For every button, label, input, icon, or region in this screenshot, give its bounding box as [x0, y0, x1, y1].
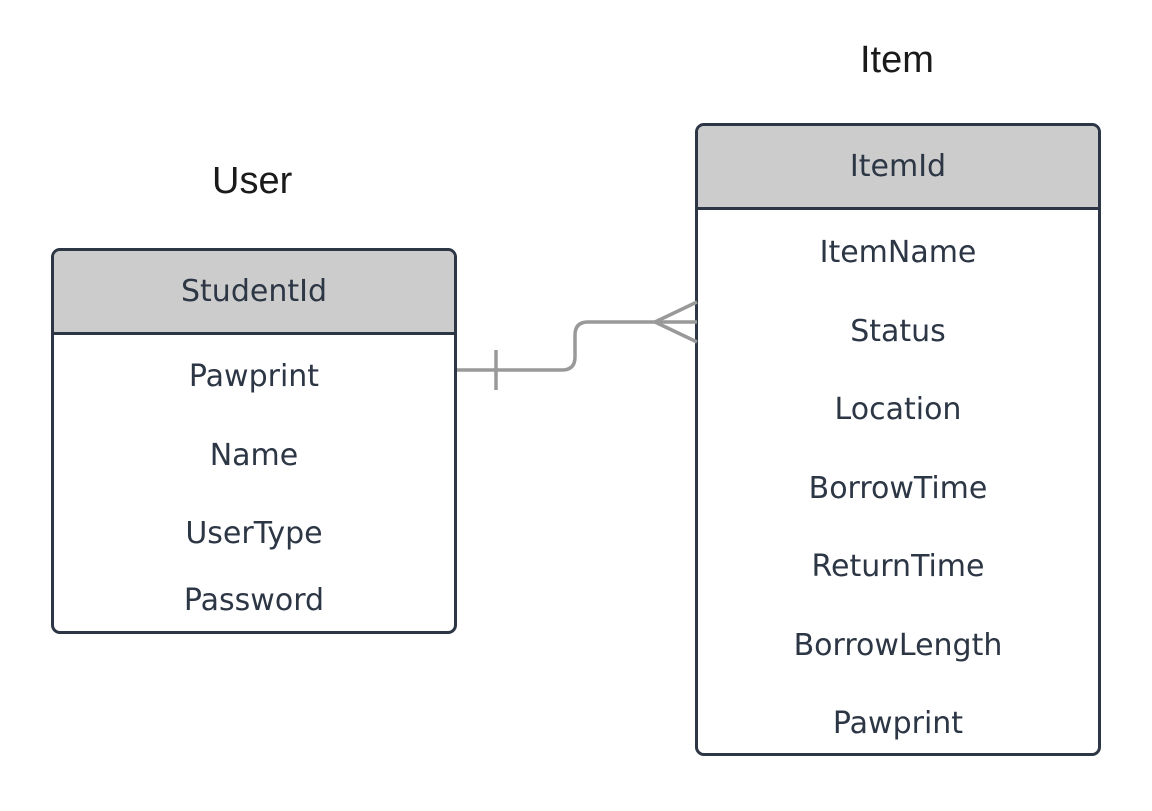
user-entity-title: User [212, 160, 293, 202]
item-attribute-pawprint: Pawprint [832, 706, 964, 741]
item-attribute-borrowtime: BorrowTime [808, 471, 988, 506]
user-attribute-pawprint: Pawprint [188, 359, 320, 394]
user-attribute-usertype: UserType [185, 516, 323, 551]
item-primary-key: ItemId [698, 126, 1098, 210]
item-attribute-borrowlength: BorrowLength [793, 628, 1003, 663]
user-entity[interactable]: StudentId Pawprint Name UserType Passwor… [51, 248, 457, 634]
user-attribute-password: Password [183, 583, 325, 618]
user-primary-key: StudentId [54, 251, 454, 335]
item-attribute-location: Location [834, 392, 962, 427]
item-attribute-itemname: ItemName [819, 235, 977, 270]
item-entity-title: Item [860, 39, 934, 81]
user-attribute-name: Name [209, 438, 299, 473]
item-entity[interactable]: ItemId ItemName Status Location BorrowTi… [695, 123, 1101, 756]
many-cardinality-crowfoot [653, 300, 698, 344]
item-attribute-status: Status [850, 314, 946, 349]
relationship-line[interactable] [457, 320, 697, 372]
item-attribute-returntime: ReturnTime [811, 549, 985, 584]
